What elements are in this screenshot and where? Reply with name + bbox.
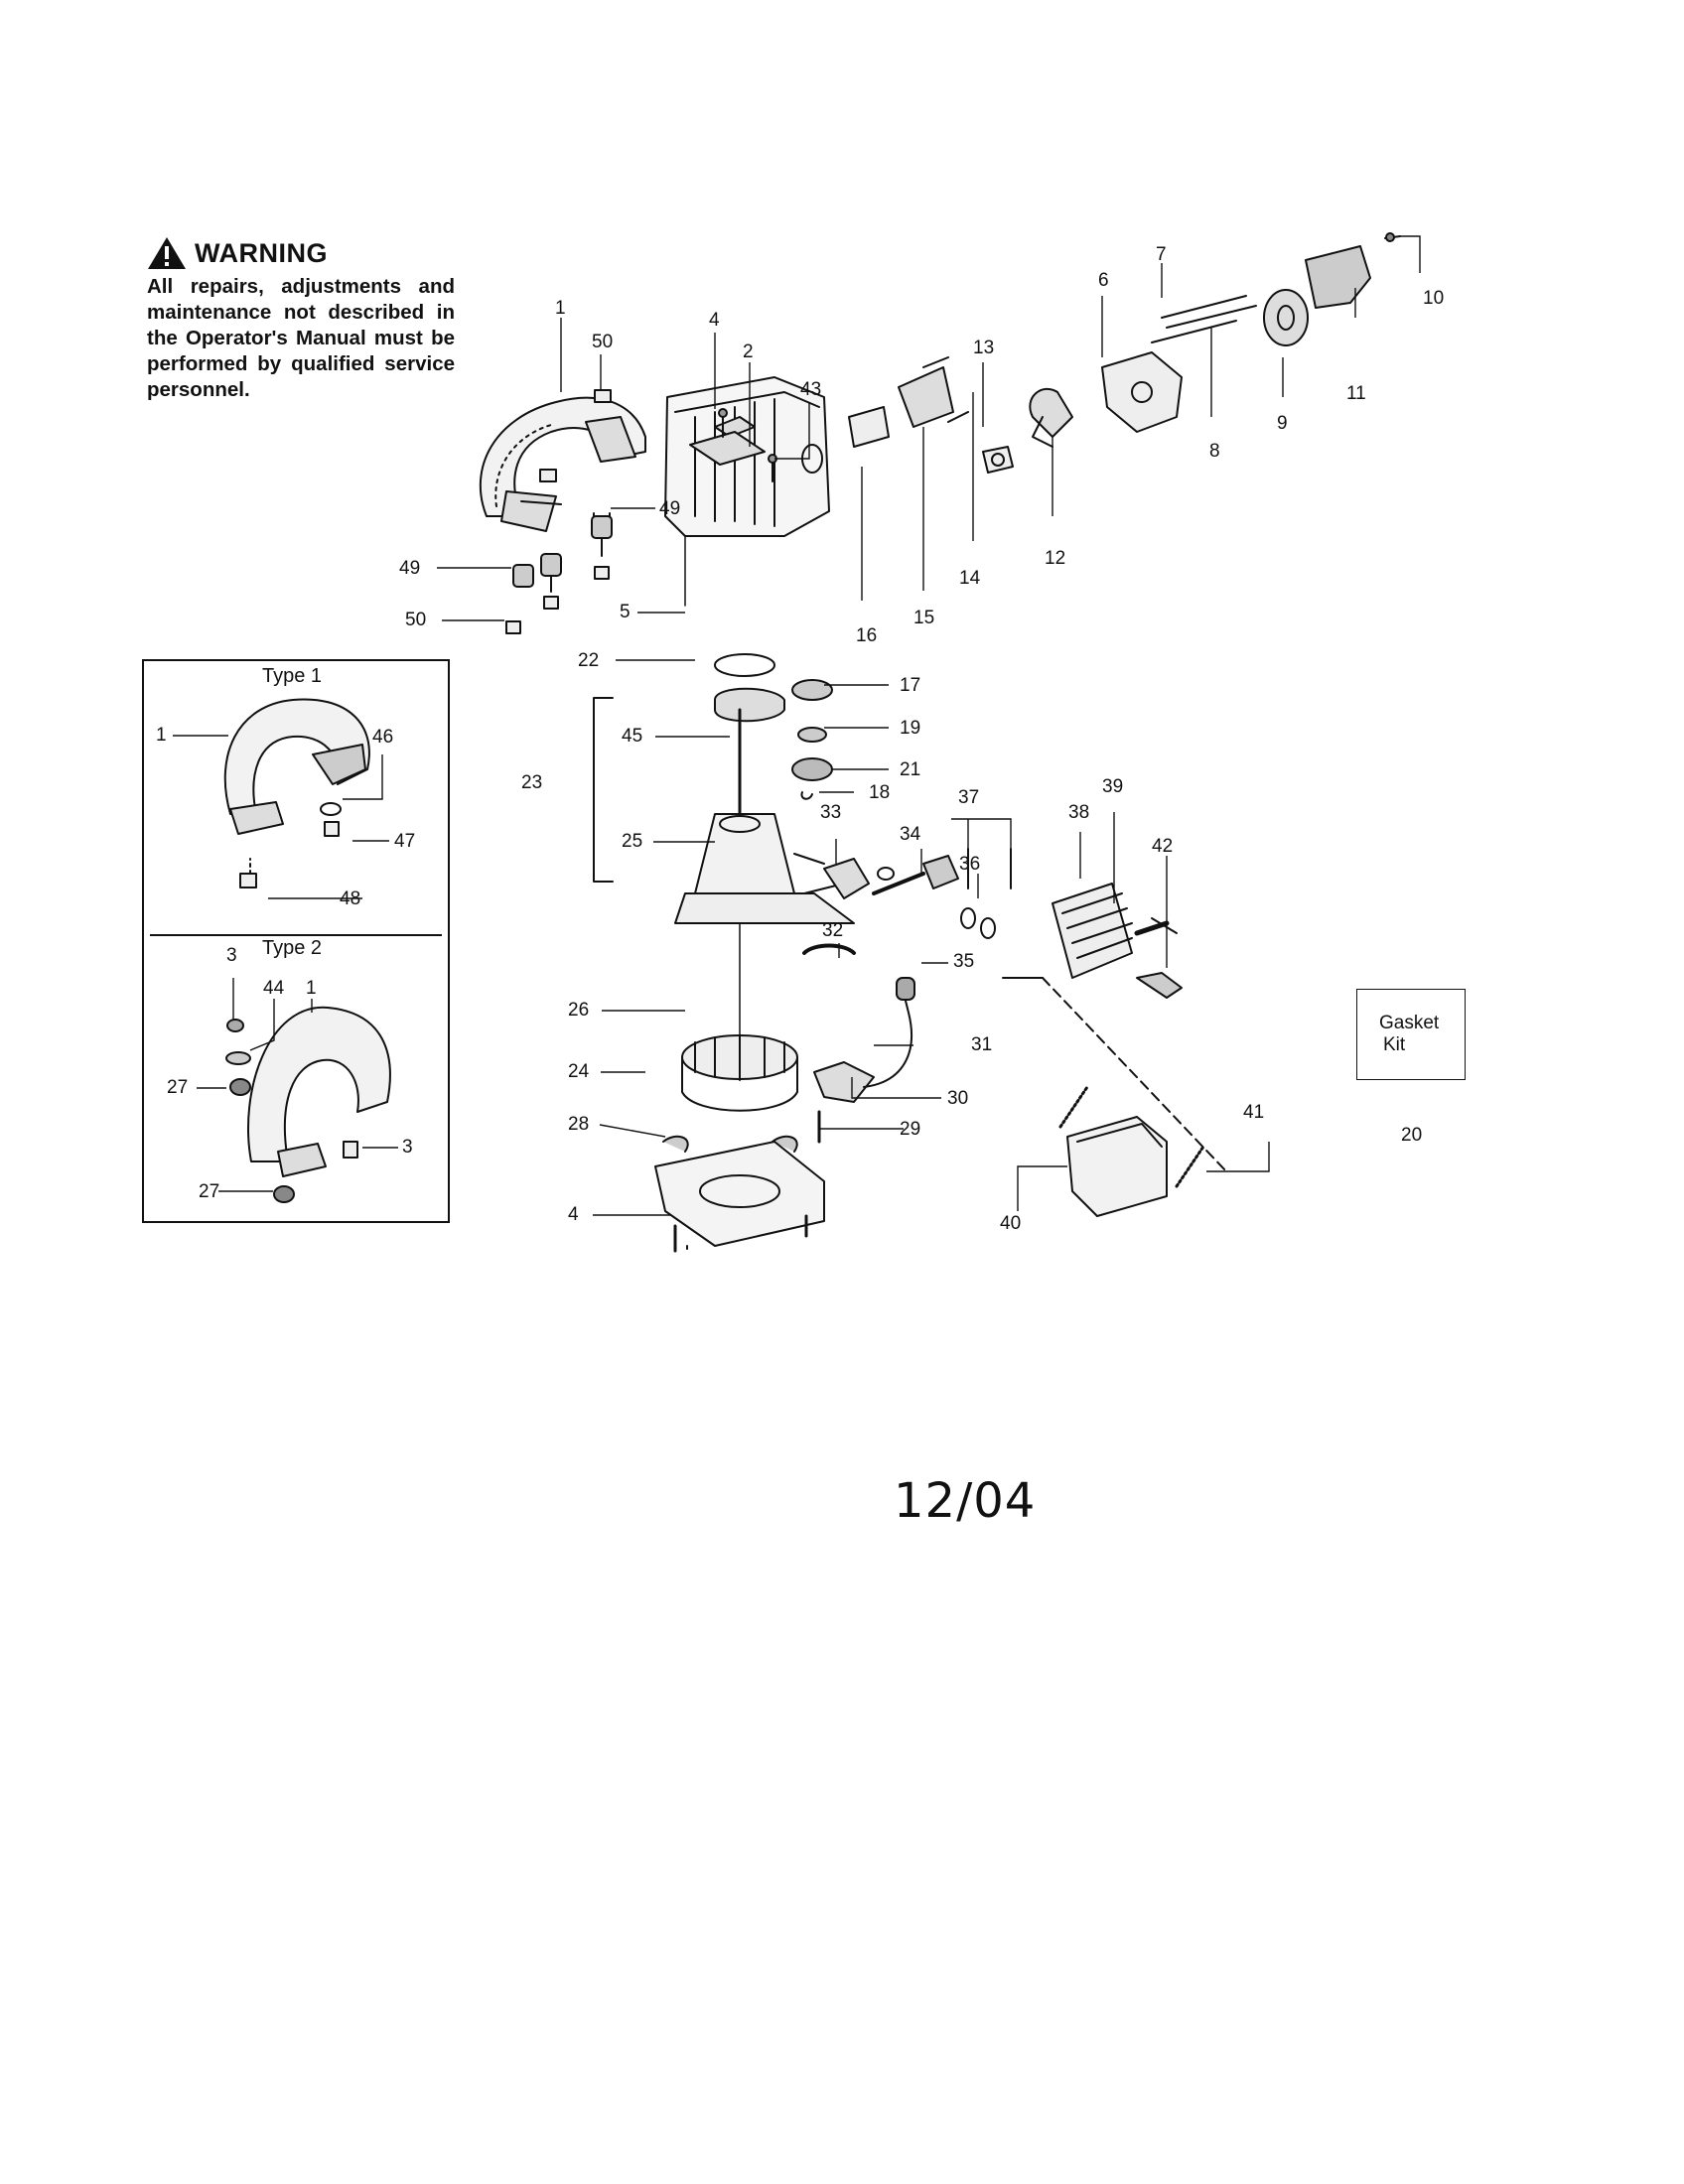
warning-header: WARNING — [147, 236, 455, 270]
callout-45: 45 — [622, 726, 643, 747]
type1-label: Type 1 — [262, 665, 323, 687]
bearing-parts — [791, 679, 833, 800]
damper-mounts — [505, 389, 613, 634]
gasket-kit-number: 20 — [1401, 1125, 1423, 1146]
cover-plate-part — [689, 408, 777, 482]
inset-callout-1: 1 — [306, 978, 317, 999]
gasket-kit-line1: Gasket — [1379, 1013, 1440, 1033]
warning-block: WARNING All repairs, adjustments and mai… — [147, 236, 455, 403]
callout-8: 8 — [1209, 441, 1220, 462]
callout-49: 49 — [399, 558, 421, 579]
spark-plug-part — [1136, 972, 1183, 999]
date-stamp: 12/04 — [894, 1473, 1037, 1529]
ignition-module-parts — [802, 943, 915, 1144]
callout-12: 12 — [1045, 548, 1066, 569]
callout-25: 25 — [622, 831, 643, 852]
inset-callout-27: 27 — [167, 1077, 189, 1098]
inset-callout-27: 27 — [199, 1181, 220, 1202]
leader-lines — [173, 235, 1421, 1216]
callout-18: 18 — [869, 782, 891, 803]
callout-19: 19 — [900, 718, 921, 739]
callout-42: 42 — [1152, 836, 1174, 857]
callout-49: 49 — [659, 498, 681, 519]
callout-26: 26 — [568, 1000, 590, 1021]
gasket-kit-line2: Kit — [1383, 1034, 1406, 1055]
type-inset-divider — [150, 934, 442, 936]
callout-17: 17 — [900, 675, 921, 696]
gasket-kit-box: Gasket Kit — [1356, 989, 1466, 1080]
bracket-37 — [967, 848, 1012, 889]
piston-parts — [823, 855, 1227, 1172]
callout-50: 50 — [592, 332, 614, 352]
callout-37: 37 — [958, 787, 980, 808]
callout-50: 50 — [405, 610, 427, 630]
inset-callout-47: 47 — [394, 831, 416, 852]
crankcase-parts — [674, 653, 855, 924]
callout-4: 4 — [568, 1204, 579, 1225]
warning-title: WARNING — [195, 237, 328, 268]
callout-43: 43 — [800, 379, 822, 400]
callout-16: 16 — [856, 625, 878, 646]
inset-callout-3: 3 — [402, 1137, 413, 1158]
flywheel-and-housing-parts — [654, 922, 825, 1253]
cylinder-shroud-part — [664, 376, 830, 607]
callout-22: 22 — [578, 650, 600, 671]
callout-5: 5 — [620, 602, 631, 622]
callout-40: 40 — [1000, 1213, 1022, 1234]
callout-9: 9 — [1277, 413, 1288, 434]
type1-starter-cover-drawing — [223, 698, 370, 888]
inset-callout-46: 46 — [372, 727, 394, 748]
callout-14: 14 — [959, 568, 981, 589]
callout-32: 32 — [822, 920, 844, 941]
callout-39: 39 — [1102, 776, 1124, 797]
callout-15: 15 — [913, 608, 935, 628]
callout-38: 38 — [1068, 802, 1090, 823]
callout-23: 23 — [521, 772, 543, 793]
callout-21: 21 — [900, 759, 921, 780]
callout-31: 31 — [971, 1034, 993, 1055]
inset-callout-1: 1 — [156, 725, 167, 746]
starter-cover-part — [479, 396, 646, 532]
callout-6: 6 — [1098, 270, 1109, 291]
type2-label: Type 2 — [262, 937, 323, 959]
callout-4: 4 — [709, 310, 720, 331]
type-inset-box — [142, 659, 450, 1223]
inset-callout-3: 3 — [226, 945, 237, 966]
callout-35: 35 — [953, 951, 975, 972]
callout-29: 29 — [900, 1119, 921, 1140]
callout-2: 2 — [743, 341, 754, 362]
callout-7: 7 — [1156, 244, 1167, 265]
callout-24: 24 — [568, 1061, 590, 1082]
callout-10: 10 — [1423, 288, 1445, 309]
inset-callout-48: 48 — [340, 888, 361, 909]
bracket-23 — [593, 697, 614, 883]
callout-30: 30 — [947, 1088, 969, 1109]
carburetor-assembly-parts — [848, 232, 1401, 474]
callout-36: 36 — [959, 854, 981, 875]
callout-34: 34 — [900, 824, 921, 845]
warning-triangle-icon — [148, 237, 186, 269]
callout-1: 1 — [555, 298, 566, 319]
inset-callout-44: 44 — [263, 978, 285, 999]
callout-33: 33 — [820, 802, 842, 823]
callout-11: 11 — [1346, 383, 1366, 404]
warning-text: All repairs, adjustments and maintenance… — [147, 275, 455, 401]
callout-13: 13 — [973, 338, 995, 358]
callout-28: 28 — [568, 1114, 590, 1135]
muffler-parts — [1058, 1085, 1205, 1217]
type2-starter-cover-drawing — [225, 1006, 391, 1203]
callout-41: 41 — [1243, 1102, 1265, 1123]
